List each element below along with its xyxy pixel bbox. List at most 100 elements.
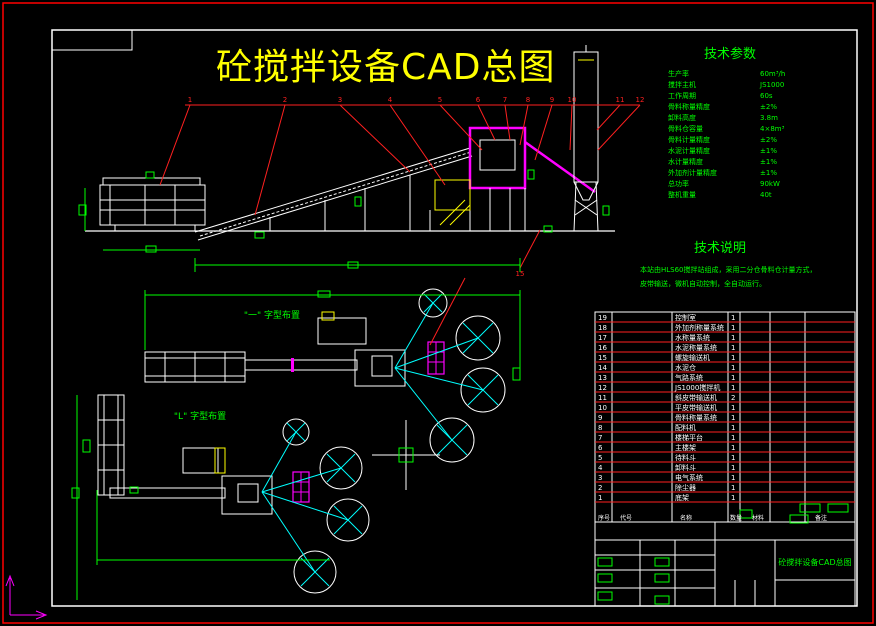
note-line: 本站由HLS60搅拌站组成，采用二分仓骨料仓计量方式， xyxy=(640,265,817,274)
param-label: 工作周期 xyxy=(668,91,696,100)
bom-row-name: 待料斗 xyxy=(675,453,696,462)
param-value: JS1000 xyxy=(759,81,784,89)
param-label: 总功率 xyxy=(668,179,689,188)
bom-row-qty: 1 xyxy=(731,354,735,362)
bom-row-qty: 1 xyxy=(731,494,735,502)
param-value: 60m³/h xyxy=(760,70,785,78)
layout1-label: "一" 字型布置 xyxy=(244,309,300,321)
param-label: 骨料计量精度 xyxy=(668,135,710,144)
bom-row-no: 11 xyxy=(598,394,607,402)
bom-row-no: 19 xyxy=(598,314,607,322)
leader-lines xyxy=(159,104,641,269)
part-number: 2 xyxy=(283,96,287,104)
inclined-conveyor xyxy=(194,147,473,241)
bom-row-name: 水泥称量系统 xyxy=(675,343,717,352)
bom-row-qty: 1 xyxy=(731,324,735,332)
bom-row-no: 7 xyxy=(598,434,602,442)
bom-row-no: 14 xyxy=(598,364,607,372)
bom-row-name: 主楼架 xyxy=(675,443,696,452)
corner-box xyxy=(51,29,133,51)
param-value: 90kW xyxy=(760,180,780,188)
bom-row-qty: 1 xyxy=(731,364,735,372)
bom-row-name: 外加剂称量系统 xyxy=(675,323,724,332)
bom-row-no: 3 xyxy=(598,474,602,482)
cement-silo xyxy=(573,45,599,232)
bom-row-qty: 1 xyxy=(731,454,735,462)
params-title: 技术参数 xyxy=(704,46,756,62)
plan-view-l xyxy=(71,394,440,600)
param-value: ±2% xyxy=(760,136,777,144)
bom-row-qty: 1 xyxy=(731,484,735,492)
bom-row-no: 2 xyxy=(598,484,602,492)
mixing-tower xyxy=(429,126,596,231)
bom-row-qty: 1 xyxy=(731,374,735,382)
bom-header-cell: 备注 xyxy=(815,514,827,522)
bom-row-name: 螺旋输送机 xyxy=(675,353,710,362)
bom-row-qty: 1 xyxy=(731,444,735,452)
bom-row-name: 控制室 xyxy=(675,313,696,322)
part-number: 10 xyxy=(568,96,577,104)
bom-row-no: 18 xyxy=(598,324,607,332)
param-value: 60s xyxy=(760,92,773,100)
param-label: 卸料高度 xyxy=(668,113,696,122)
part-number: 6 xyxy=(476,96,481,104)
part-number: 9 xyxy=(550,96,554,104)
bom-header-cell: 代号 xyxy=(620,514,632,522)
bom-header-cell: 数量 xyxy=(730,514,742,522)
notes-title: 技术说明 xyxy=(694,241,746,256)
param-label: 水计量精度 xyxy=(668,157,703,166)
param-value: ±1% xyxy=(760,147,777,155)
bom-row-qty: 1 xyxy=(731,314,735,322)
bom-row-name: 除尘器 xyxy=(675,483,696,492)
bom-header-cell: 序号 xyxy=(598,514,610,522)
param-label: 骨料称量精度 xyxy=(668,102,710,111)
param-value: 40t xyxy=(760,191,772,199)
param-value: 3.8m xyxy=(760,114,778,122)
bom-row-name: 气路系统 xyxy=(675,373,703,382)
bom-row-name: 骨料称量系统 xyxy=(675,413,717,422)
bom-row-qty: 1 xyxy=(731,384,735,392)
part-number: 3 xyxy=(338,96,342,104)
param-label: 生产率 xyxy=(668,69,689,78)
part-number: 4 xyxy=(388,96,393,104)
part-number: 11 xyxy=(616,96,625,104)
param-label: 水泥计量精度 xyxy=(668,146,710,155)
bom-row-no: 13 xyxy=(598,374,607,382)
param-label: 外加剂计量精度 xyxy=(668,168,717,177)
bom-row-no: 15 xyxy=(598,354,607,362)
bom-row-qty: 1 xyxy=(731,334,735,342)
part-number: 1 xyxy=(188,96,192,104)
aggregate-bin xyxy=(99,177,206,231)
part-number: 15 xyxy=(516,270,525,278)
bom-row-no: 5 xyxy=(598,454,602,462)
bom-row-no: 6 xyxy=(598,444,603,452)
bom-row-name: 水泥仓 xyxy=(675,363,696,372)
bom-row-name: 卸料斗 xyxy=(675,463,696,472)
note-line: 皮带输送，微机自动控制，全自动运行。 xyxy=(640,279,766,288)
bom-row-qty: 1 xyxy=(731,424,735,432)
bom-row-name: 水称量系统 xyxy=(675,333,710,342)
param-value: ±1% xyxy=(760,169,777,177)
param-label: 整机重量 xyxy=(668,190,696,199)
bom-row-name: 底架 xyxy=(675,493,689,502)
ucs-icon xyxy=(5,574,48,620)
elevation-dimensions xyxy=(78,169,610,272)
bom-row-no: 1 xyxy=(598,494,602,502)
param-label: 骨料仓容量 xyxy=(668,124,703,133)
bom-row-name: 平皮带输送机 xyxy=(675,403,717,412)
bom-row-no: 8 xyxy=(598,424,602,432)
bom-row-no: 4 xyxy=(598,464,603,472)
plan-view-straight xyxy=(144,277,521,463)
bom-row-qty: 1 xyxy=(731,414,735,422)
bom-row-qty: 1 xyxy=(731,464,735,472)
bom-row-no: 10 xyxy=(598,404,607,412)
part-number: 8 xyxy=(526,96,530,104)
bom-row-qty: 1 xyxy=(731,404,735,412)
bom-row-name: 楼梯平台 xyxy=(675,433,703,442)
part-number: 7 xyxy=(503,96,507,104)
bom-row-name: 斜皮带输送机 xyxy=(675,393,717,402)
bom-header-cell: 名称 xyxy=(680,514,692,522)
param-value: ±1% xyxy=(760,158,777,166)
